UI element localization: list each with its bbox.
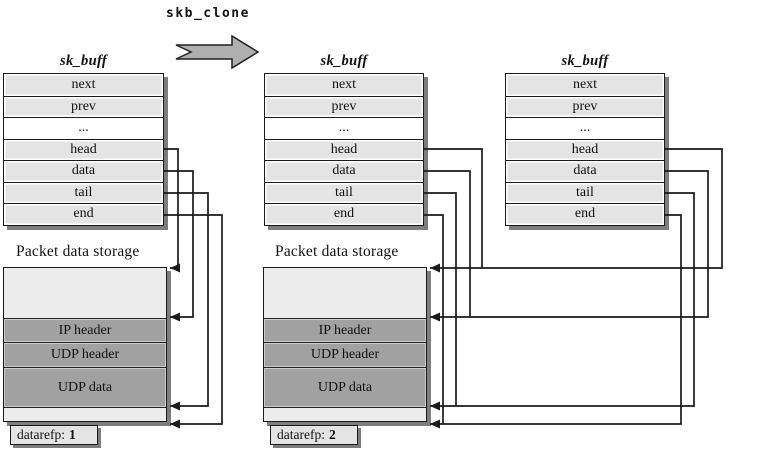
pointer-mid-data [424, 170, 471, 317]
sk-buff-struct-original: sk_buff next prev ... head data tail end [3, 53, 164, 226]
pointer-left-end [164, 214, 223, 429]
sk-buff-title: sk_buff [320, 53, 368, 69]
field-prev: prev [506, 95, 664, 117]
field-prev: prev [265, 95, 423, 117]
pointer-left-head [164, 148, 180, 273]
tailroom-section [264, 407, 426, 421]
tailroom-section [4, 407, 166, 421]
sk-buff-title: sk_buff [561, 53, 609, 69]
field-head: head [265, 138, 423, 160]
datarefp-box: datarefp: 2 [270, 425, 358, 445]
datarefp-label: datarefp: [277, 427, 325, 442]
pointer-left-tail [164, 192, 209, 411]
field-ellipsis: ... [506, 117, 664, 139]
pointer-clone-end [430, 214, 682, 429]
udp-data-section: UDP data [4, 367, 166, 407]
field-tail: tail [265, 181, 423, 203]
packet-data-storage-label: Packet data storage [16, 243, 140, 260]
datarefp-label: datarefp: [17, 427, 65, 442]
field-tail: tail [506, 181, 664, 203]
field-data: data [265, 160, 423, 182]
field-head: head [4, 138, 163, 160]
headroom-section [264, 268, 426, 318]
field-next: next [4, 74, 163, 96]
field-next: next [265, 74, 423, 96]
field-end: end [506, 203, 664, 225]
sk-buff-table: next prev ... head data tail end [505, 73, 665, 226]
field-head: head [506, 138, 664, 160]
field-tail: tail [4, 181, 163, 203]
packet-data-storage-label: Packet data storage [275, 243, 399, 260]
field-data: data [4, 160, 163, 182]
datarefp-value: 1 [68, 427, 76, 442]
field-next: next [506, 74, 664, 96]
field-ellipsis: ... [265, 117, 423, 139]
field-end: end [265, 203, 423, 225]
udp-header-section: UDP header [4, 342, 166, 367]
ip-header-section: IP header [264, 318, 426, 342]
sk-buff-struct-middle: sk_buff next prev ... head data tail end [264, 53, 424, 226]
skb-clone-label: skb_clone [166, 6, 250, 21]
udp-header-section: UDP header [264, 342, 426, 367]
sk-buff-table: next prev ... head data tail end [264, 73, 424, 226]
sk-buff-struct-clone: sk_buff next prev ... head data tail end [505, 53, 665, 226]
pointer-mid-tail [424, 192, 457, 406]
headroom-section [4, 268, 166, 318]
udp-data-section: UDP data [264, 367, 426, 407]
skb-clone-arrow-icon [175, 34, 260, 70]
pointer-left-data [164, 170, 194, 322]
field-end: end [4, 203, 163, 225]
field-data: data [506, 160, 664, 182]
datarefp-box: datarefp: 1 [10, 425, 98, 445]
packet-data-storage-box: IP header UDP header UDP data [3, 267, 167, 422]
field-prev: prev [4, 95, 163, 117]
packet-data-storage-box: IP header UDP header UDP data [263, 267, 427, 422]
sk-buff-title: sk_buff [60, 53, 107, 69]
ip-header-section: IP header [4, 318, 166, 342]
datarefp-value: 2 [328, 427, 336, 442]
sk-buff-table: next prev ... head data tail end [3, 73, 164, 226]
pointer-mid-head [424, 148, 483, 268]
field-ellipsis: ... [4, 117, 163, 139]
